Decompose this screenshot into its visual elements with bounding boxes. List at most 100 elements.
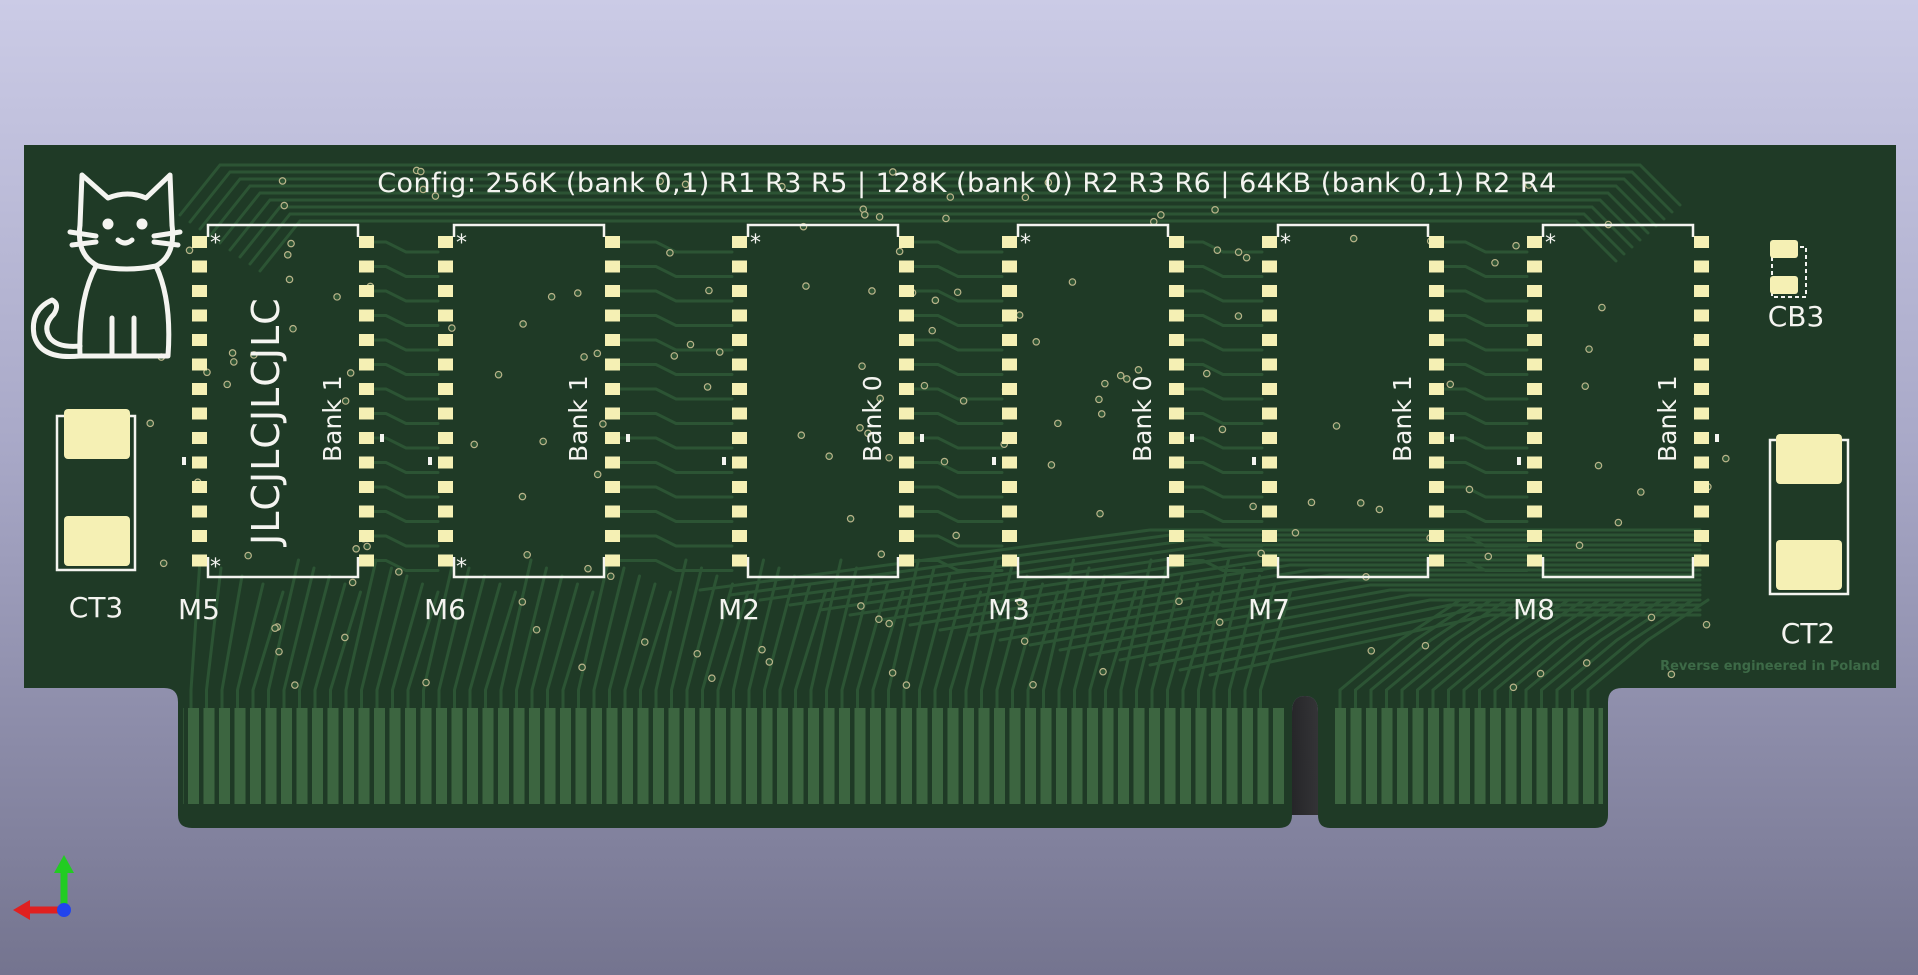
pad [1169,358,1184,371]
pad [1429,407,1444,420]
pad [899,260,914,273]
chip-m7: *Bank 1M7 [1248,223,1454,626]
pad [1694,554,1709,567]
memory-chips: **Bank 1M5**Bank 1M6*Bank 0M2*Bank 0M3*B… [178,223,1719,626]
pad [192,334,207,346]
pad [359,309,374,322]
pad [438,334,453,346]
pad [899,383,914,395]
pad [1169,383,1184,395]
pad [1694,236,1709,248]
pin1-marker: * [750,231,761,256]
pad [605,407,620,420]
pad [1262,383,1277,395]
pad [1694,383,1709,395]
copper-traces [178,163,1710,710]
pad [192,481,207,493]
pad [1002,481,1017,493]
pad [605,456,620,469]
pad [899,505,914,518]
pad [1527,481,1542,493]
pad [1262,505,1277,518]
pad [605,554,620,567]
pad [1169,285,1184,297]
pad [1169,236,1184,248]
pad [899,236,914,248]
pad [1694,432,1709,444]
pad [1262,432,1277,444]
pad [1694,481,1709,493]
pad [1694,530,1709,542]
pad [732,334,747,346]
pad [1429,334,1444,346]
pad [1262,260,1277,273]
pad [899,432,914,444]
pad [192,505,207,518]
pad [359,285,374,297]
pad [899,285,914,297]
pad [438,481,453,493]
pad [732,358,747,371]
pad [1527,334,1542,346]
pad [192,285,207,297]
pad [438,285,453,297]
pad [732,481,747,493]
pad [438,309,453,322]
pad [359,481,374,493]
pad [1694,505,1709,518]
pad [605,505,620,518]
capacitor-ct2 [1768,434,1850,596]
chip-m3: *Bank 0M3 [988,223,1194,626]
pad [1694,456,1709,469]
pad [605,334,620,346]
pad [1262,456,1277,469]
pad [1169,456,1184,469]
pad [359,554,374,567]
bank-label: Bank 1 [318,375,347,462]
pad [438,236,453,248]
pad [1527,285,1542,297]
bank-label: Bank 1 [1388,375,1417,462]
pad [438,260,453,273]
pad [605,481,620,493]
label-ct3: CT3 [69,591,123,624]
label-cb3: CB3 [1768,300,1825,333]
pin1-marker: * [456,231,467,256]
pad [192,260,207,273]
pad [732,554,747,567]
pad [1262,554,1277,567]
pad [1527,456,1542,469]
edge-connector-fingers-left [183,708,1285,804]
pad [899,481,914,493]
pad [438,456,453,469]
refdes-m8: M8 [1513,593,1555,626]
pad [732,456,747,469]
xyz-axis-icon[interactable] [13,855,74,920]
pad [1694,285,1709,297]
pad [1002,432,1017,444]
pad [899,334,914,346]
chip-m5: **Bank 1M5 [178,223,384,626]
pad [1002,285,1017,297]
credit-text: Reverse engineered in Poland [1660,659,1880,674]
pad [438,358,453,371]
pad [438,432,453,444]
pad [1002,260,1017,273]
pad [359,530,374,542]
capacitor-ct3 [55,409,137,572]
pad [605,236,620,248]
pad [1262,481,1277,493]
pad [732,309,747,322]
pad [899,309,914,322]
pad [359,432,374,444]
pad [1694,358,1709,371]
pad [605,530,620,542]
pad [192,456,207,469]
pin1-marker: * [1020,231,1031,256]
pad [1002,505,1017,518]
pad [605,260,620,273]
pad [438,505,453,518]
pad [1002,383,1017,395]
